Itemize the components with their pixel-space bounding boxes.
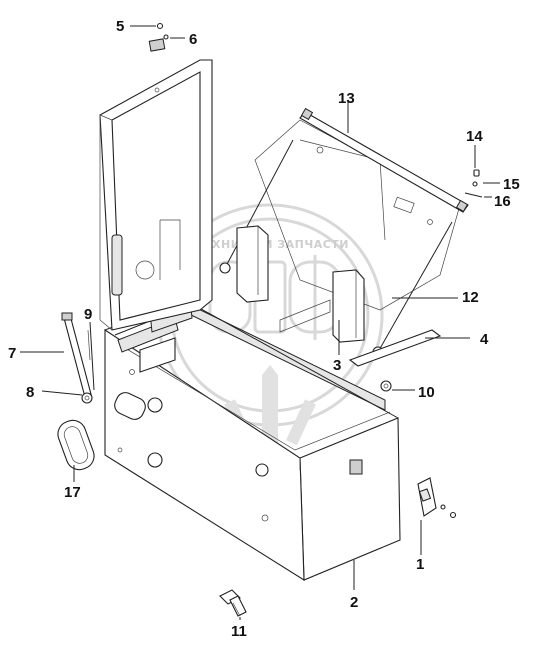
- callout-16: 16: [494, 193, 511, 210]
- battery-box: [104, 297, 401, 582]
- latch-1: [417, 477, 457, 519]
- washer-15: [472, 181, 478, 187]
- rubber-blocks: [236, 225, 365, 343]
- strap-7: [61, 312, 93, 402]
- callout-11: 11: [231, 623, 247, 640]
- nut-8: [81, 392, 93, 404]
- bolt-11: [219, 589, 247, 617]
- clip-16: [464, 192, 483, 198]
- callout-6: 6: [189, 31, 197, 48]
- callout-7: 7: [8, 345, 16, 362]
- callout-8: 8: [26, 384, 34, 401]
- callout-9: 9: [84, 306, 92, 323]
- callout-13: 13: [338, 90, 355, 107]
- callout-4: 4: [480, 331, 489, 348]
- callout-15: 15: [503, 176, 520, 193]
- hinge-6: [148, 34, 185, 52]
- box-lid: [99, 59, 213, 331]
- callout-12: 12: [462, 289, 479, 306]
- screw-5: [130, 22, 164, 30]
- callout-10: 10: [418, 384, 435, 401]
- callout-labels: 1 2 3 4 5 6 7 8 9 10 11 12 13 14 15 16 1…: [8, 18, 520, 640]
- leader-lines: [20, 101, 500, 620]
- callout-3: 3: [333, 357, 341, 374]
- watermark-text: ТЕХНИКА И ЗАПЧАСТИ: [196, 238, 349, 251]
- callout-14: 14: [466, 128, 483, 145]
- callout-17: 17: [64, 484, 81, 501]
- callout-1: 1: [416, 556, 424, 573]
- callout-2: 2: [350, 594, 358, 611]
- seal-strip: [348, 329, 442, 367]
- callout-5: 5: [116, 18, 124, 35]
- grommet-17: [57, 419, 95, 471]
- support-bar: [299, 107, 469, 213]
- pin-14: [473, 169, 480, 177]
- nut-10: [380, 380, 392, 392]
